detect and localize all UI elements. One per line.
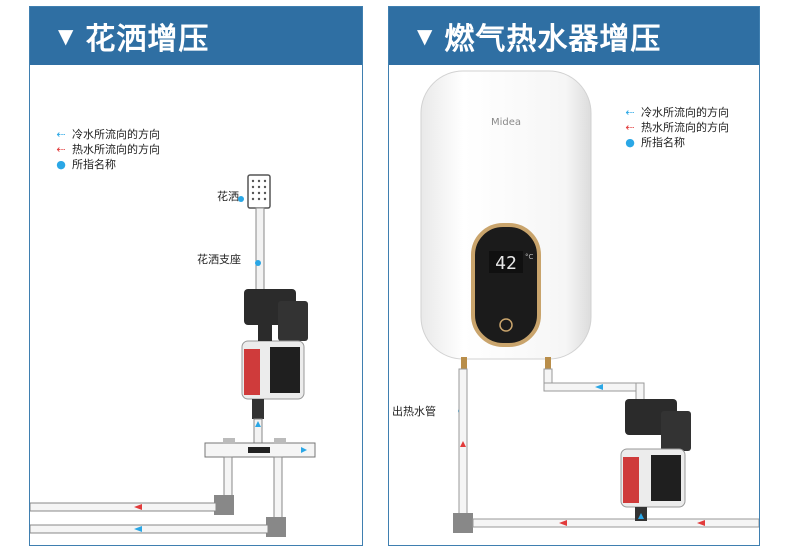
svg-text:°C: °C bbox=[525, 253, 534, 261]
legend-label: 所指名称 bbox=[641, 136, 685, 149]
legend-item-cold: ⇠ 冷水所流向的方向 bbox=[50, 127, 160, 142]
hot-flow-arrow-icon: ⇠ bbox=[625, 121, 635, 134]
shower-boost-panel: ▼ 花洒增压 ⇠ 冷水所流向的方向 ⇠ 热水所流向的方向 ● 所指名称 花洒 花… bbox=[29, 6, 363, 546]
legend-right: ⇠ 冷水所流向的方向 ⇠ 热水所流向的方向 ● 所指名称 bbox=[619, 105, 729, 150]
triangle-down-icon: ▼ bbox=[58, 24, 74, 48]
cold-flow-arrow-icon: ⇠ bbox=[625, 106, 635, 119]
legend-left: ⇠ 冷水所流向的方向 ⇠ 热水所流向的方向 ● 所指名称 bbox=[50, 127, 160, 172]
legend-label: 热水所流向的方向 bbox=[641, 121, 729, 134]
shower-plumbing-diagram bbox=[30, 174, 316, 537]
legend-label: 热水所流向的方向 bbox=[72, 143, 160, 156]
legend-item-name: ● 所指名称 bbox=[619, 135, 729, 150]
shower-boost-title: 花洒增压 bbox=[85, 22, 210, 57]
water-heater-icon: 42 °C Midea bbox=[420, 70, 592, 369]
hot-flow-arrow-icon: ⇠ bbox=[56, 143, 66, 156]
gas-heater-boost-banner: ▼ 燃气热水器增压 bbox=[389, 7, 759, 65]
booster-pump-icon bbox=[620, 399, 691, 521]
gas-heater-boost-title: 燃气热水器增压 bbox=[444, 22, 662, 57]
temp-display: 42 bbox=[495, 253, 517, 274]
shower-head-icon bbox=[238, 174, 271, 209]
legend-item-cold: ⇠ 冷水所流向的方向 bbox=[619, 105, 729, 120]
legend-item-hot: ⇠ 热水所流向的方向 bbox=[619, 120, 729, 135]
legend-label: 冷水所流向的方向 bbox=[72, 128, 160, 141]
gas-heater-plumbing-diagram: 42 °C Midea bbox=[420, 70, 759, 533]
legend-label: 所指名称 bbox=[72, 158, 116, 171]
shower-mount-label: 花洒支座 bbox=[197, 253, 241, 266]
dot-icon: ● bbox=[625, 136, 635, 149]
hot-outlet-label: 出热水管 bbox=[392, 405, 436, 418]
shower-label: 花洒 bbox=[217, 190, 239, 203]
cold-flow-arrow-icon: ⇠ bbox=[56, 128, 66, 141]
booster-pump-icon bbox=[241, 289, 308, 419]
shower-boost-banner: ▼ 花洒增压 bbox=[30, 7, 362, 65]
brand-logo: Midea bbox=[491, 117, 521, 128]
triangle-down-icon: ▼ bbox=[417, 24, 433, 48]
legend-item-hot: ⇠ 热水所流向的方向 bbox=[50, 142, 160, 157]
dot-icon: ● bbox=[56, 158, 66, 171]
gas-heater-boost-panel: ▼ 燃气热水器增压 ⇠ 冷水所流向的方向 ⇠ 热水所流向的方向 ● 所指名称 出… bbox=[388, 6, 760, 546]
legend-item-name: ● 所指名称 bbox=[50, 157, 160, 172]
legend-label: 冷水所流向的方向 bbox=[641, 106, 729, 119]
